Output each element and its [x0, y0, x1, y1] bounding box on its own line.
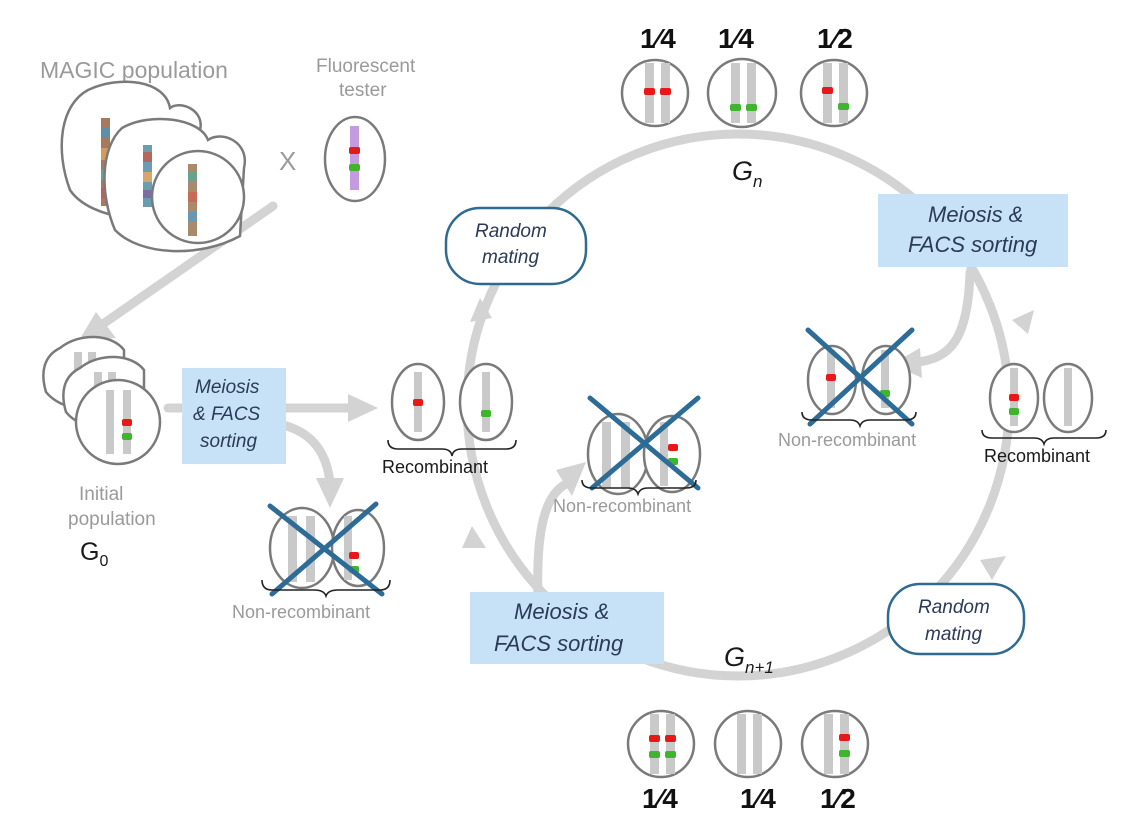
gn-label: Gn	[732, 156, 762, 191]
arrow-bottom-to-nonrecombinant	[533, 479, 571, 601]
nonrecombinant-left-label: Non-recombinant	[232, 602, 370, 622]
arrow-left-to-nonrecombinant-head	[316, 478, 344, 508]
fluorescent-tester-label-2: tester	[339, 80, 387, 101]
arrow-cross-to-g0	[95, 201, 278, 331]
random-mating-top-line1: Random	[475, 221, 547, 242]
fraction-top-2: 1⁄4	[718, 23, 754, 54]
fraction-bottom-2: 1⁄4	[740, 783, 776, 814]
cycle-arrowhead-left-bottom	[462, 526, 486, 548]
fraction-bottom-1: 1⁄4	[642, 783, 678, 814]
meiosis-box-bottom	[470, 592, 664, 664]
initial-population-cells	[42, 335, 162, 466]
cross-symbol: X	[279, 146, 296, 176]
random-mating-top-line2: mating	[482, 247, 539, 268]
random-mating-bottom-line2: mating	[925, 624, 982, 645]
arrow-cross-to-g0-head	[78, 312, 116, 342]
cycle-arrowhead-left-top	[470, 298, 492, 322]
cycle-arrowhead-right	[1012, 310, 1034, 334]
nonrecombinant-left-x2	[269, 501, 379, 597]
meiosis-box-left-line1: Meiosis	[195, 377, 260, 398]
nonrecombinant-right-brace	[801, 411, 917, 429]
meiosis-box-left-line3: sorting	[200, 431, 257, 452]
fraction-top-1: 1⁄4	[640, 23, 676, 54]
arrow-right-to-nonrecombinant	[913, 267, 975, 367]
nonrecombinant-center-brace	[581, 479, 697, 497]
meiosis-box-right	[878, 194, 1068, 267]
recombinant-right-cells	[988, 362, 1094, 434]
meiosis-box-left	[182, 368, 286, 464]
recombinant-right-brace	[981, 429, 1107, 447]
meiosis-box-bottom-line1: Meiosis &	[514, 599, 609, 624]
fluorescent-tester-label-1: Fluorescent	[316, 56, 416, 77]
magic-population-cells	[60, 80, 247, 253]
fraction-bottom-3: 1⁄2	[820, 783, 856, 814]
nonrecombinant-right-label: Non-recombinant	[778, 430, 916, 450]
g0-label: G0	[80, 538, 108, 570]
recombinant-left-cells	[390, 362, 514, 442]
recombinant-left-brace	[387, 439, 517, 457]
random-mating-bottom-line1: Random	[918, 597, 990, 618]
nonrecombinant-right-x2	[807, 327, 915, 427]
meiosis-box-right-line2: FACS sorting	[908, 232, 1038, 257]
gn1-label: Gn+1	[724, 642, 774, 677]
arrow-g0-to-recombinant-head	[348, 394, 378, 422]
gn-cells	[620, 57, 869, 129]
initial-population-label-2: population	[68, 509, 156, 530]
recombinant-left-label: Recombinant	[382, 457, 488, 477]
arrow-bottom-to-nonrecombinant-head	[556, 462, 586, 496]
nonrecombinant-center-label: Non-recombinant	[553, 496, 691, 516]
meiosis-box-bottom-line2: FACS sorting	[494, 631, 624, 656]
gn1-cells	[626, 709, 870, 779]
meiosis-box-right-line1: Meiosis &	[928, 202, 1023, 227]
recombinant-right-label: Recombinant	[984, 446, 1090, 466]
nonrecombinant-center-x2	[589, 395, 701, 491]
meiosis-box-left-line2: & FACS	[193, 404, 261, 425]
fraction-top-3: 1⁄2	[817, 23, 853, 54]
cycle-arrowhead-bottom-right	[980, 556, 1006, 580]
nonrecombinant-center-cells	[586, 412, 702, 496]
random-mating-top	[444, 206, 588, 286]
initial-population-label-1: Initial	[79, 484, 123, 505]
fluorescent-tester-cell	[323, 115, 387, 203]
nonrecombinant-left-brace	[261, 579, 391, 599]
magic-population-label: MAGIC population	[40, 57, 228, 83]
random-mating-bottom	[886, 582, 1026, 656]
